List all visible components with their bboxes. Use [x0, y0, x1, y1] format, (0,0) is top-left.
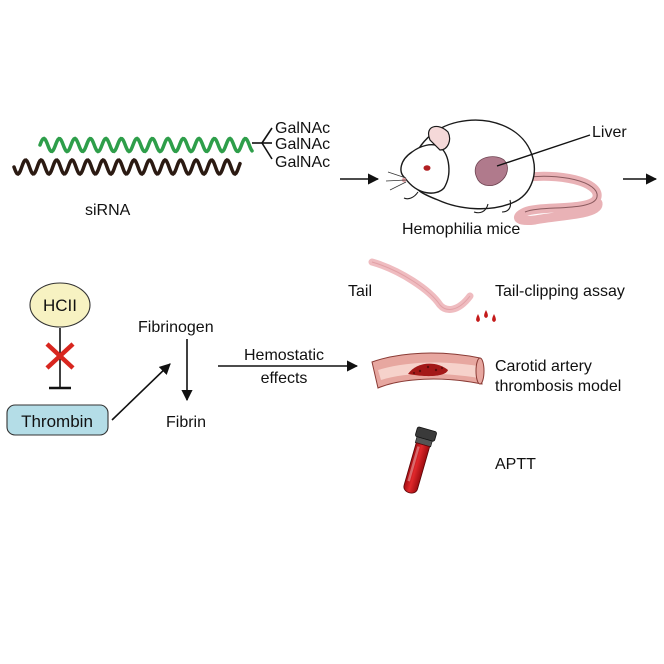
liver-icon [474, 156, 508, 186]
galnac-label-2: GalNAc [275, 136, 330, 153]
aptt-label: APTT [495, 456, 536, 473]
carotid-label-1: Carotid artery [495, 358, 592, 375]
artery-illustration [371, 352, 485, 389]
blood-tube-icon [403, 426, 437, 494]
hemophilia-mice-label: Hemophilia mice [402, 221, 520, 238]
fibrinogen-label: Fibrinogen [138, 319, 214, 336]
liver-pointer-line [496, 134, 591, 167]
thrombin-label: Thrombin [21, 412, 93, 431]
mouse-ear [428, 125, 451, 151]
sirna-antisense-strand [12, 158, 242, 176]
arrow-thrombin-to-fibrinogen [111, 363, 171, 421]
galnac-label-3: GalNAc [275, 154, 330, 171]
thrombus-icon [408, 363, 448, 377]
liver-label: Liver [592, 124, 627, 141]
hcii-label: HCII [43, 296, 77, 315]
sirna-molecule [12, 127, 273, 176]
sirna-sense-strand [38, 136, 254, 154]
blocked-cross-icon [45, 342, 75, 370]
mouse-illustration [385, 119, 603, 225]
tail-illustration [368, 258, 496, 322]
tail-clipping-label: Tail-clipping assay [495, 283, 625, 300]
mouse-eye [423, 165, 431, 171]
fibrin-label: Fibrin [166, 414, 206, 431]
thrombin-node [6, 404, 109, 436]
blood-drops-icon [476, 310, 496, 322]
hcii-node [29, 282, 91, 328]
tail-label: Tail [348, 283, 372, 300]
hemostatic-label: Hemostatic [244, 347, 324, 364]
galnac-linker [252, 127, 273, 160]
sirna-label: siRNA [85, 202, 131, 219]
carotid-label-2: thrombosis model [495, 378, 621, 395]
galnac-label-1: GalNAc [275, 120, 330, 137]
effects-label: effects [261, 370, 308, 387]
